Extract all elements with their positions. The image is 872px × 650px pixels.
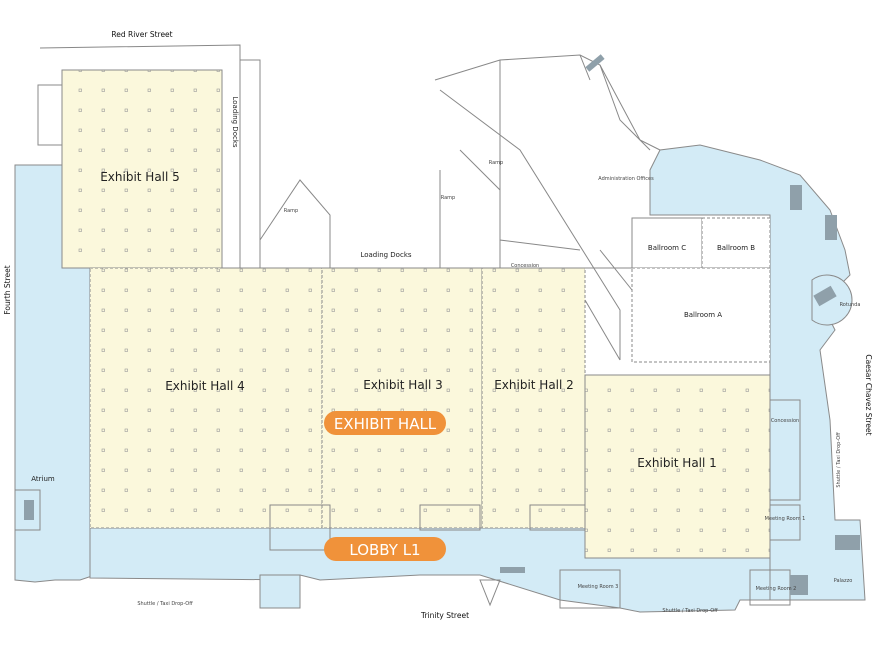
label-ramp-2: Ramp [441, 195, 455, 201]
label-admin-offices: Administration Offices [598, 176, 654, 182]
ballrooms [631, 217, 853, 363]
label-concession-1: Concession [511, 263, 539, 269]
service-walls [14, 44, 801, 609]
street-caesar-chavez: Caesar Chavez Street [864, 354, 872, 435]
label-exhibit-hall-2: Exhibit Hall 2 [494, 378, 574, 392]
label-palazzo: Palazzo [834, 578, 853, 584]
label-shuttle-south-left: Shuttle / Taxi Drop-Off [137, 601, 193, 607]
label-atrium: Atrium [31, 475, 55, 483]
label-loading-docks: Loading Docks [360, 251, 411, 259]
stairs [24, 54, 860, 595]
lobby-badge[interactable]: LOBBY L1 [324, 537, 446, 561]
street-trinity: Trinity Street [420, 611, 469, 620]
label-ramp-1: Ramp [284, 208, 298, 214]
street-fourth: Fourth Street [3, 265, 12, 314]
street-red-river: Red River Street [111, 30, 172, 39]
label-exhibit-hall-3: Exhibit Hall 3 [363, 378, 443, 392]
label-ballroom-b: Ballroom B [717, 244, 755, 252]
label-meeting-room-2: Meeting Room 2 [756, 586, 797, 592]
exhibit-hall-badge[interactable]: EXHIBIT HALL [324, 411, 446, 435]
exhibit-halls [61, 69, 771, 559]
label-loading-docks-vertical: Loading Docks [231, 96, 239, 147]
ballroom-b[interactable] [701, 217, 771, 269]
label-meeting-room-3: Meeting Room 3 [578, 584, 619, 590]
label-ballroom-a: Ballroom A [684, 311, 722, 319]
ballroom-c[interactable] [631, 217, 703, 269]
label-exhibit-hall-1: Exhibit Hall 1 [637, 456, 717, 470]
hall5-vestibule [37, 84, 63, 146]
label-exhibit-hall-4: Exhibit Hall 4 [165, 379, 245, 393]
rotunda[interactable] [811, 274, 853, 326]
label-ramp-3: Ramp [489, 160, 503, 166]
label-rotunda: Rotunda [840, 302, 861, 308]
label-exhibit-hall-5: Exhibit Hall 5 [100, 170, 180, 184]
label-concession-2: Concession [771, 418, 799, 424]
label-meeting-room-1: Meeting Room 1 [765, 516, 806, 522]
ballroom-a[interactable] [631, 267, 771, 363]
label-shuttle-east: Shuttle / Taxi Drop-Off [836, 432, 842, 488]
label-shuttle-south-right: Shuttle / Taxi Drop-Off [662, 608, 718, 614]
exhibit-hall-badge-label: EXHIBIT HALL [334, 415, 437, 433]
label-ballroom-c: Ballroom C [648, 244, 686, 252]
lobby-badge-label: LOBBY L1 [349, 541, 420, 559]
